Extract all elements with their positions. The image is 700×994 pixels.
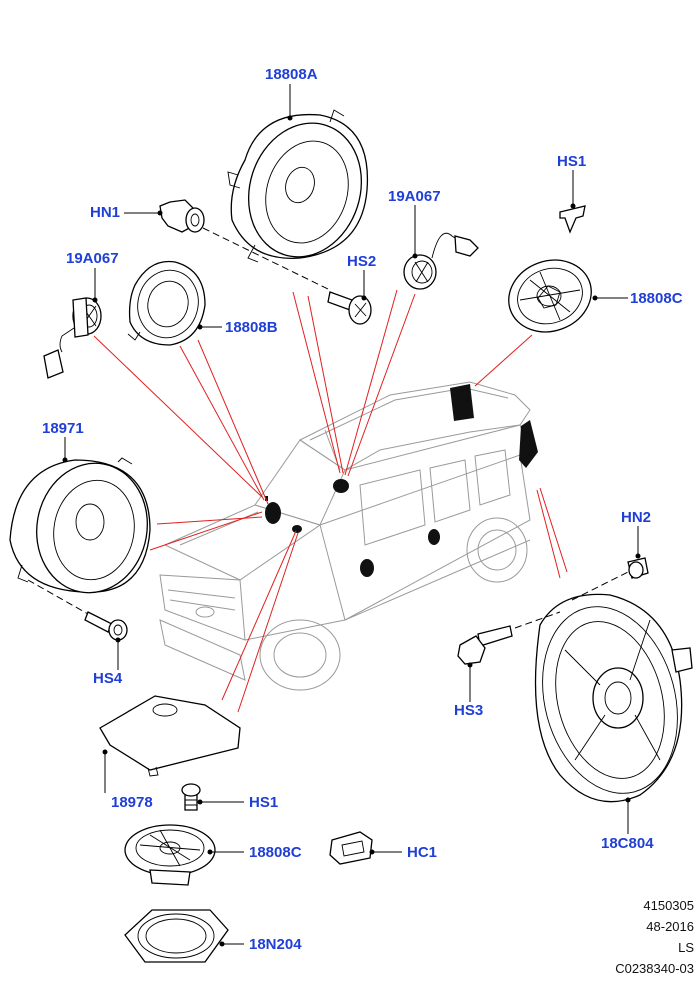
tweeter-19A067-top: [403, 232, 479, 290]
callout-19A067-left: 19A067: [66, 250, 119, 267]
speaker-18808A: [227, 109, 369, 263]
clip-HC1: [329, 831, 373, 865]
nut-HN1: [159, 199, 205, 233]
speaker-18808C-bottom: [124, 824, 216, 886]
callout-HC1: HC1: [407, 844, 438, 861]
callout-HS2: HS2: [347, 253, 377, 270]
assembly-lines: [27, 227, 629, 629]
callout-19A067-top: 19A067: [388, 188, 441, 205]
callout-HS4: HS4: [93, 670, 123, 687]
callout-HS1-top: HS1: [557, 153, 587, 170]
callout-HN2: HN2: [621, 509, 652, 526]
nut-HN2: [627, 557, 649, 579]
screw-HS3: [457, 625, 513, 665]
screw-HS4: [84, 611, 128, 641]
callout-18C804: 18C804: [601, 835, 654, 852]
speaker-18808C-right: [508, 259, 592, 333]
cover-18978: [99, 695, 241, 777]
callout-HS3: HS3: [454, 702, 484, 719]
clip-HS1-top: [559, 205, 586, 234]
speaker-18C804: [534, 593, 693, 803]
bracket-18N204: [124, 909, 229, 963]
tweeter-19A067-left: [43, 297, 102, 379]
reference-drawing: C0238340-03: [615, 961, 694, 976]
callout-18971: 18971: [42, 420, 84, 437]
screw-HS1-bottom: [181, 783, 201, 811]
callout-18808C-bottom: 18808C: [249, 844, 302, 861]
callout-18808A: 18808A: [265, 66, 318, 83]
reference-model: LS: [678, 940, 694, 955]
locator-lines: [93, 289, 568, 713]
screw-HS2: [327, 291, 372, 325]
callout-18808B: 18808B: [225, 319, 278, 336]
callout-18808C-right: 18808C: [630, 290, 683, 307]
callout-18N204: 18N204: [249, 936, 302, 953]
reference-number: 4150305: [643, 898, 694, 913]
reference-date: 48-2016: [646, 919, 694, 934]
leader-lines: [62, 84, 641, 947]
callout-HN1: HN1: [90, 204, 121, 221]
callout-18978: 18978: [111, 794, 153, 811]
speaker-18808B: [127, 260, 206, 346]
vehicle-outline: [159, 381, 538, 691]
speaker-18971: [9, 457, 151, 594]
callout-HS1-bottom: HS1: [249, 794, 279, 811]
